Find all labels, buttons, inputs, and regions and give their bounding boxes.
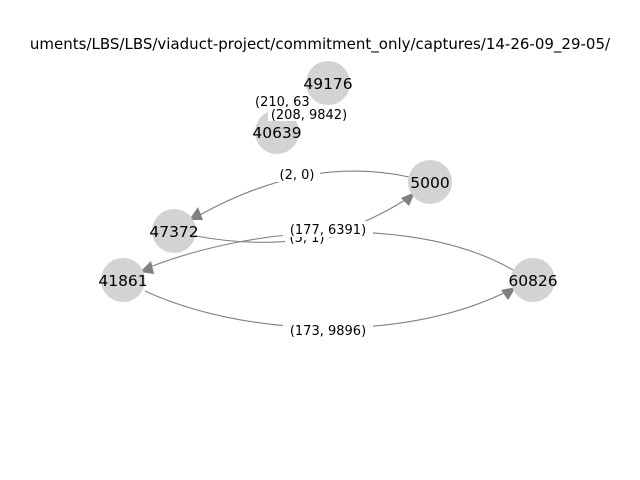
edge-label-40639-49176-bg: [268, 107, 350, 121]
arrowhead-60826-41861: [140, 261, 154, 274]
node-5000[interactable]: 5000: [408, 160, 452, 204]
edge-label-60826-41861-bg: [283, 221, 373, 237]
edge-label-41861-5000-bg: [285, 236, 329, 244]
node-60826-circle: [511, 258, 555, 302]
node-5000-label: 5000: [410, 174, 449, 192]
nodes: 49176 40639 5000 47372 41861 60826: [98, 61, 558, 302]
edge-label-41861-60826: (173, 9896): [290, 324, 366, 339]
edge-label-41861-60826-group: (173, 9896): [283, 322, 373, 339]
edge-labels: (210, 63 (208, 9842) (2, 0) (5, 1) (177,…: [255, 95, 373, 339]
node-47372-circle: [152, 209, 196, 253]
node-60826-label: 60826: [508, 272, 557, 290]
node-5000-circle: [408, 160, 452, 204]
edge-label-41861-60826-bg: [283, 322, 373, 338]
arrowhead-41861-60826: [501, 287, 516, 300]
edge-label-49176-40639-group: (210, 63: [255, 95, 310, 110]
edge-label-40639-49176: (208, 9842): [271, 108, 347, 123]
edge-label-40639-49176-group: (208, 9842): [268, 107, 350, 123]
node-41861-label: 41861: [98, 272, 147, 290]
node-41861-circle: [101, 258, 145, 302]
node-60826[interactable]: 60826: [508, 258, 558, 302]
node-47372-label: 47372: [149, 223, 198, 241]
edge-label-49176-40639: (210, 63: [255, 95, 310, 110]
edge-label-60826-41861-group: (177, 6391): [283, 221, 373, 238]
node-49176-circle: [306, 61, 350, 105]
node-41861[interactable]: 41861: [98, 258, 148, 302]
node-49176[interactable]: 49176: [303, 61, 353, 105]
edge-label-5000-47372: (2, 0): [280, 168, 315, 183]
edges: [140, 170, 516, 329]
node-49176-label: 49176: [303, 75, 352, 93]
edge-label-5000-47372-bg: [274, 166, 320, 182]
arrowhead-41861-5000: [401, 192, 415, 206]
node-40639-label: 40639: [252, 124, 301, 142]
graph-title: uments/LBS/LBS/viaduct-project/commitmen…: [30, 35, 611, 54]
node-47372[interactable]: 47372: [149, 209, 199, 253]
edge-label-60826-41861: (177, 6391): [290, 223, 366, 238]
arrowhead-5000-47372: [189, 207, 203, 220]
edge-label-5000-47372-group: (2, 0): [274, 166, 320, 183]
